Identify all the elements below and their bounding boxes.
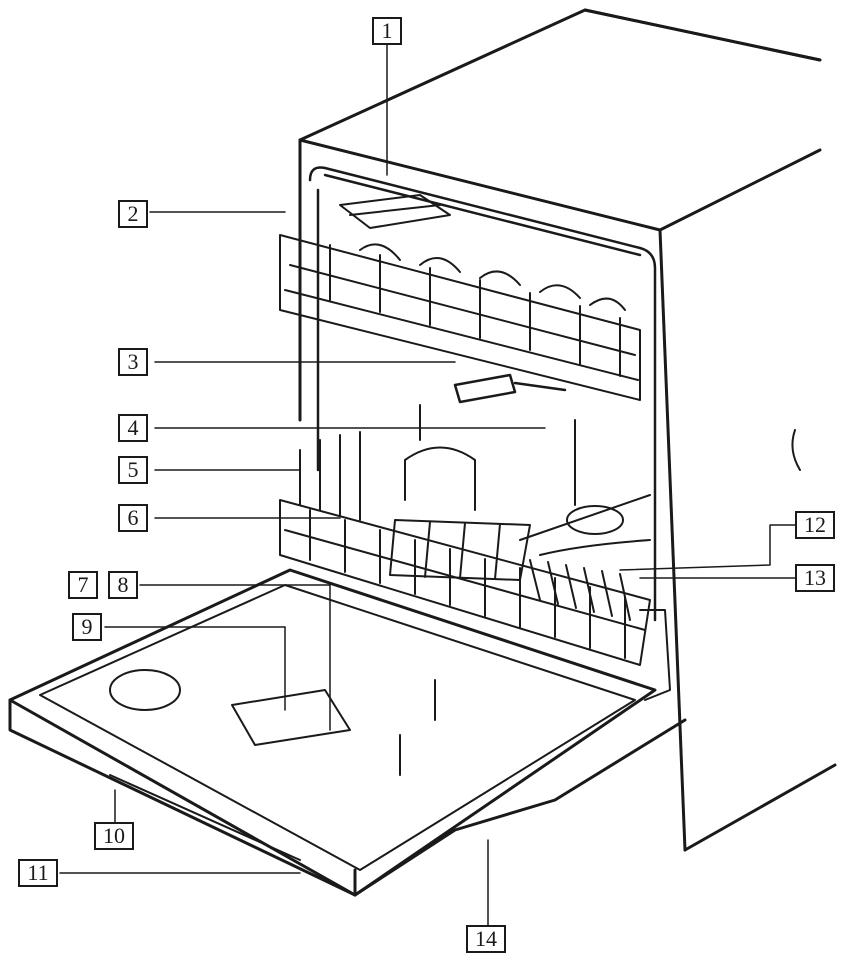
- upper-spray-arm: [453, 373, 567, 404]
- leader-lines: [59, 44, 796, 926]
- tub-opening: [308, 166, 657, 622]
- callout-11: 11: [18, 859, 58, 887]
- cutlery-basket: [389, 446, 531, 581]
- callout-2: 2: [118, 200, 148, 228]
- callout-1: 1: [372, 17, 402, 45]
- callout-13: 13: [795, 564, 835, 592]
- callout-10: 10: [94, 822, 134, 850]
- callout-4: 4: [118, 414, 148, 442]
- callout-5: 5: [118, 456, 148, 484]
- callout-14: 14: [466, 925, 506, 953]
- callout-6: 6: [118, 504, 148, 532]
- callout-3: 3: [118, 348, 148, 376]
- callout-9: 9: [72, 613, 102, 641]
- plate-rack: [529, 559, 631, 621]
- callout-8: 8: [108, 571, 138, 599]
- cabinet: [298, 8, 837, 852]
- door: [8, 568, 687, 897]
- upper-basket: [279, 194, 641, 401]
- callout-12: 12: [795, 511, 835, 539]
- lower-basket: [279, 404, 651, 666]
- lower-spray-arm: [519, 419, 651, 556]
- callout-7: 7: [68, 571, 98, 599]
